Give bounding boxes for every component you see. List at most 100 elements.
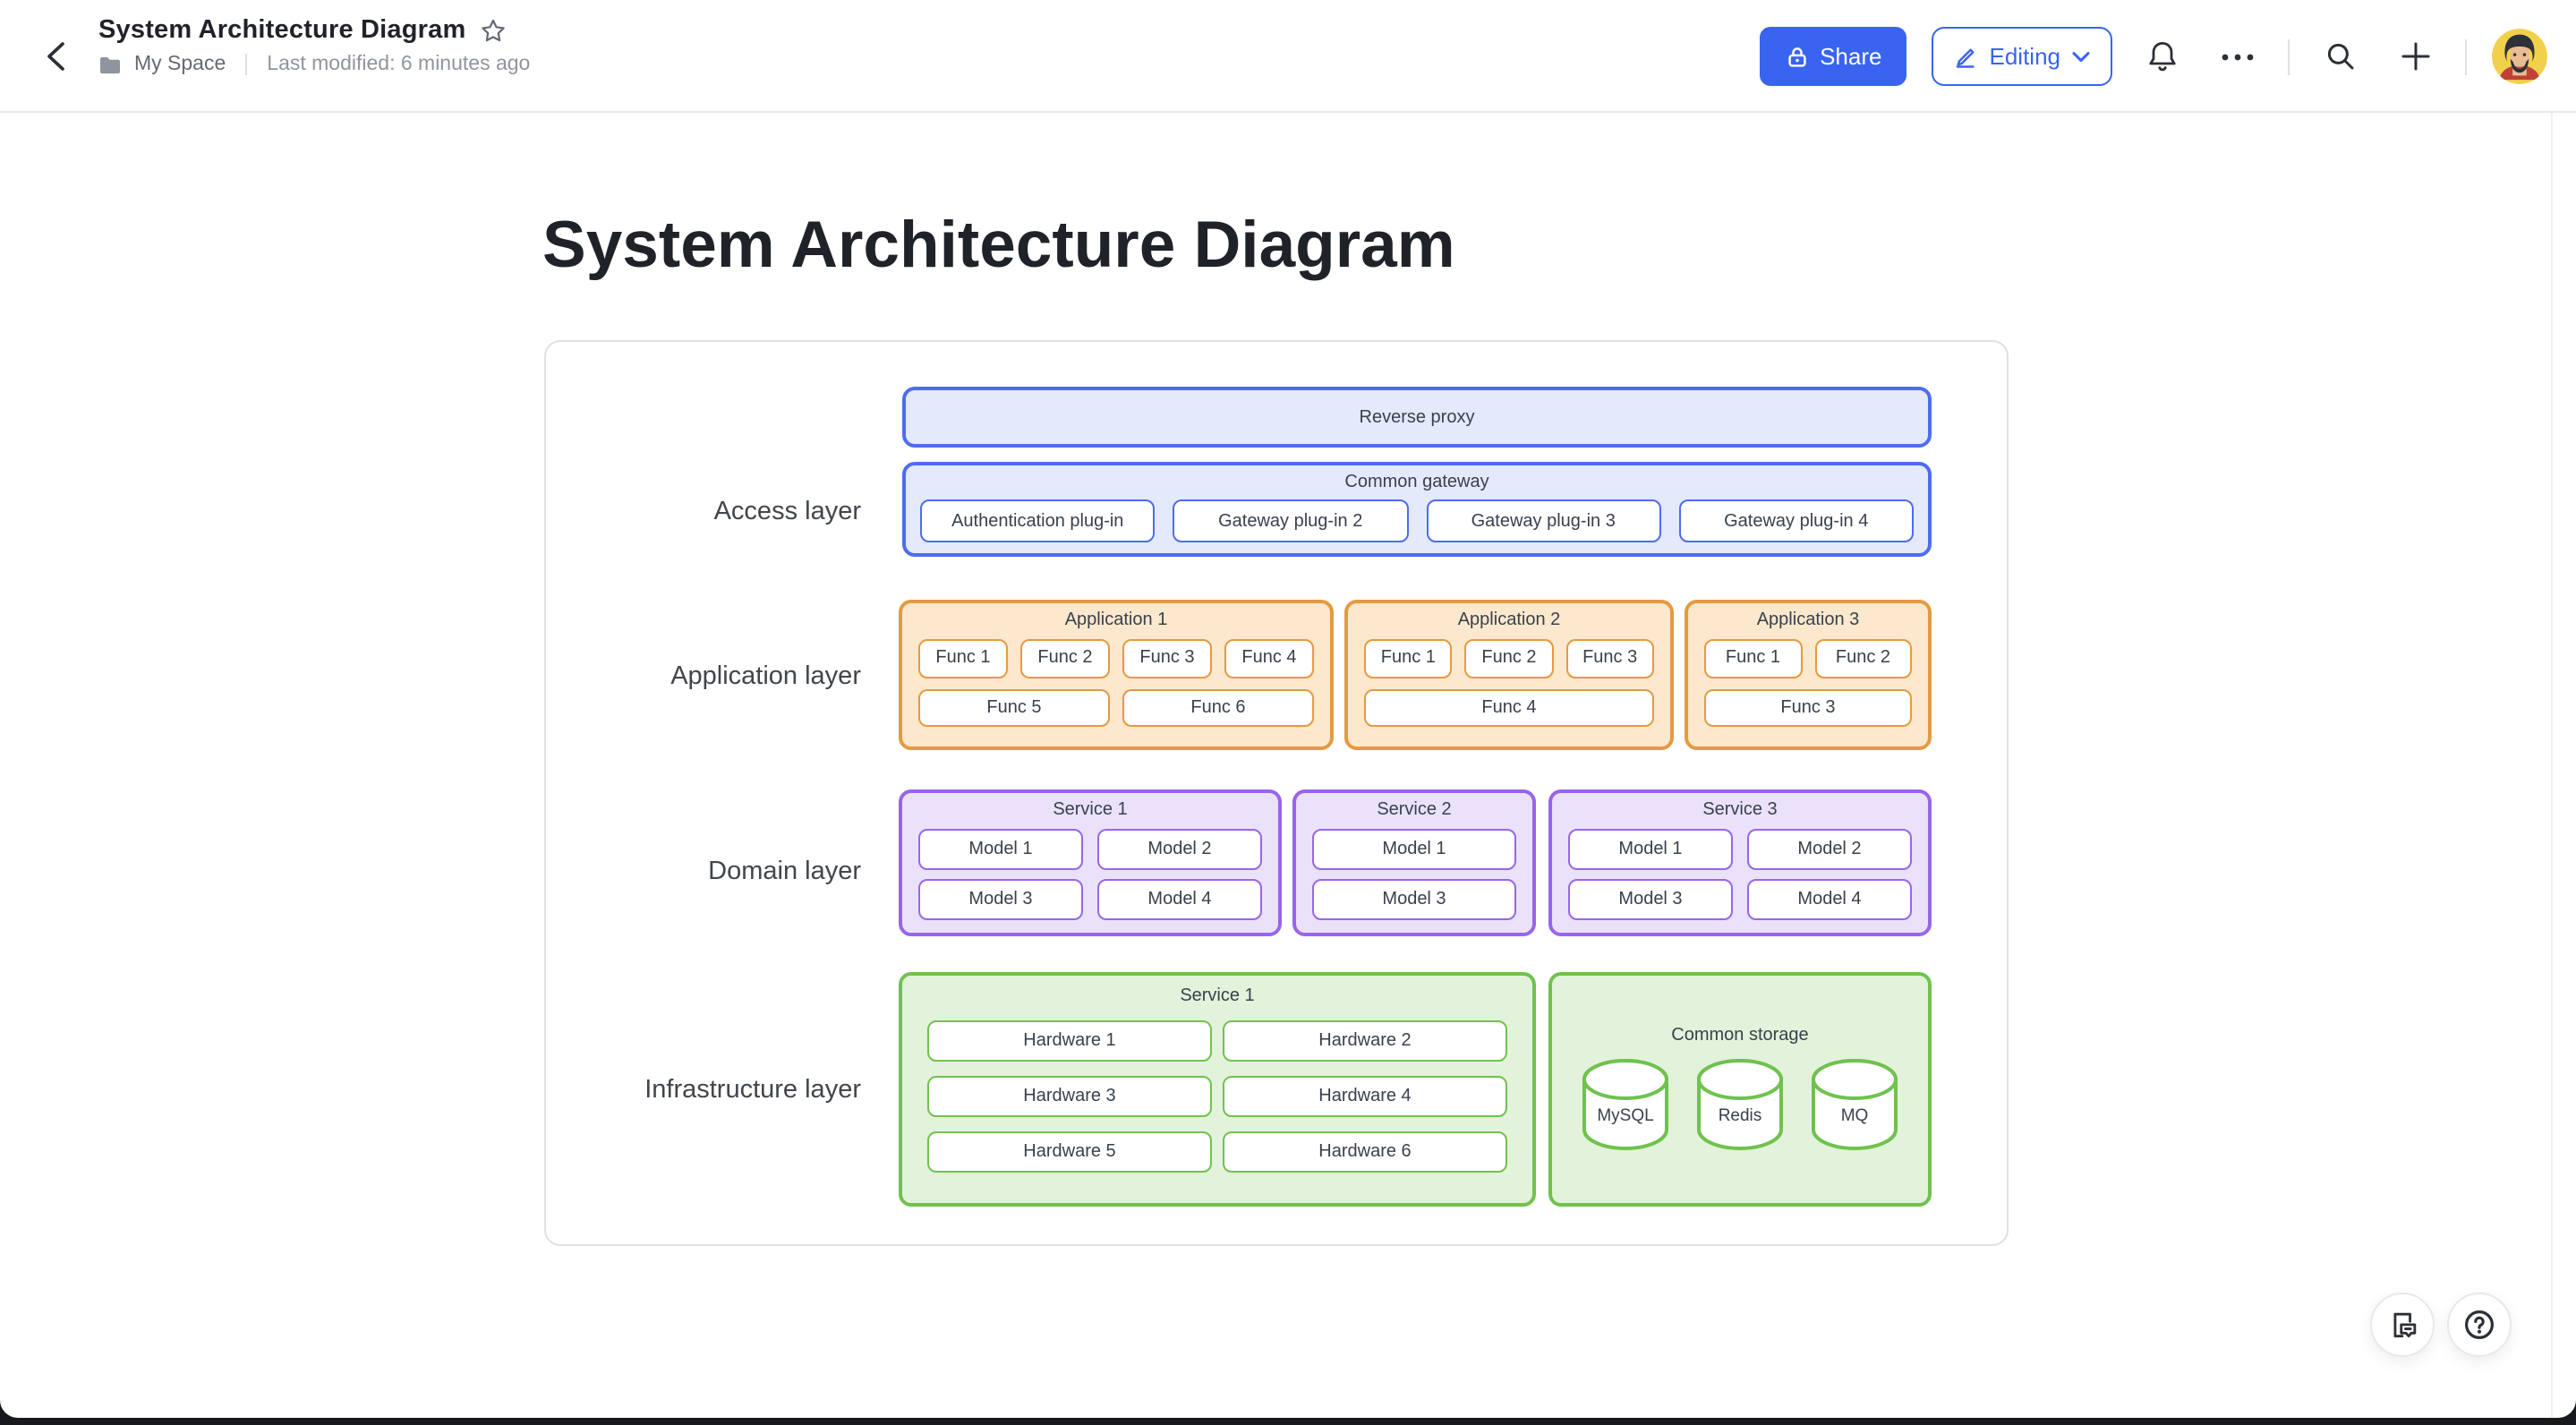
editing-mode-button[interactable]: Editing bbox=[1932, 27, 2112, 86]
common-storage-title: Common storage bbox=[1671, 1026, 1809, 1045]
storage-label: MySQL bbox=[1597, 1106, 1654, 1126]
create-new-button[interactable] bbox=[2390, 31, 2440, 81]
hardware-node[interactable]: Hardware 4 bbox=[1223, 1076, 1507, 1117]
editing-label: Editing bbox=[1989, 43, 2061, 70]
common-storage-node[interactable]: Common storage MySQL Redis MQ bbox=[1548, 972, 1932, 1207]
pencil-icon bbox=[1957, 47, 1975, 67]
infra-service-1-node[interactable]: Service 1 Hardware 1 Hardware 2 Hardware… bbox=[899, 972, 1536, 1207]
application-title: Application 1 bbox=[1064, 610, 1168, 630]
model-node[interactable]: Model 1 bbox=[918, 829, 1083, 870]
search-icon bbox=[2326, 43, 2353, 70]
question-icon bbox=[2465, 1310, 2494, 1339]
service-title: Service 2 bbox=[1377, 800, 1452, 820]
application-2-node[interactable]: Application 2 Func 1 Func 2 Func 3 Func … bbox=[1344, 600, 1674, 750]
help-button[interactable] bbox=[2447, 1293, 2512, 1357]
avatar[interactable] bbox=[2492, 29, 2547, 84]
model-node[interactable]: Model 2 bbox=[1097, 829, 1262, 870]
func-node[interactable]: Func 1 bbox=[1704, 639, 1802, 678]
model-node[interactable]: Model 1 bbox=[1312, 829, 1516, 870]
model-node[interactable]: Model 2 bbox=[1747, 829, 1912, 870]
gateway-item[interactable]: Gateway plug-in 4 bbox=[1678, 499, 1914, 542]
domain-layer-label: Domain layer bbox=[708, 858, 861, 886]
hardware-node[interactable]: Hardware 3 bbox=[927, 1076, 1212, 1117]
func-node[interactable]: Func 2 bbox=[1814, 639, 1912, 678]
star-icon[interactable] bbox=[481, 17, 508, 44]
hardware-node[interactable]: Hardware 5 bbox=[927, 1131, 1212, 1173]
application-layer-label: Application layer bbox=[670, 662, 861, 691]
model-node[interactable]: Model 3 bbox=[1568, 879, 1733, 920]
breadcrumb-space[interactable]: My Space bbox=[134, 54, 226, 75]
func-node[interactable]: Func 1 bbox=[1364, 639, 1453, 678]
infrastructure-layer-label: Infrastructure layer bbox=[644, 1076, 861, 1105]
service-title: Service 1 bbox=[1053, 800, 1128, 820]
more-options-button[interactable] bbox=[2213, 31, 2263, 81]
service-title: Service 3 bbox=[1702, 800, 1778, 820]
database-icon bbox=[1697, 1059, 1783, 1150]
diagram-canvas[interactable]: Access layer Application layer Domain la… bbox=[544, 340, 2009, 1246]
service-1-node[interactable]: Service 1 Model 1 Model 2 Model 3 Model … bbox=[899, 789, 1282, 936]
application-title: Application 2 bbox=[1457, 610, 1561, 630]
gateway-item[interactable]: Gateway plug-in 2 bbox=[1173, 499, 1408, 542]
storage-cylinder[interactable]: MySQL bbox=[1581, 1058, 1670, 1151]
doc-title-block: System Architecture Diagram My Space Las… bbox=[98, 16, 530, 75]
breadcrumb: My Space Last modified: 6 minutes ago bbox=[98, 54, 530, 75]
chevron-down-icon bbox=[2072, 51, 2090, 62]
common-gateway-title: Common gateway bbox=[1344, 473, 1489, 492]
func-node[interactable]: Func 3 bbox=[1122, 639, 1212, 678]
reverse-proxy-node[interactable]: Reverse proxy bbox=[902, 387, 1932, 448]
doc-comment-icon bbox=[2393, 1311, 2416, 1337]
common-gateway-node[interactable]: Common gateway Authentication plug-in Ga… bbox=[902, 462, 1932, 557]
breadcrumb-divider bbox=[245, 54, 248, 75]
model-node[interactable]: Model 1 bbox=[1568, 829, 1733, 870]
toolbar-divider bbox=[2288, 38, 2290, 74]
application-1-node[interactable]: Application 1 Func 1 Func 2 Func 3 Func … bbox=[899, 600, 1334, 750]
func-node[interactable]: Func 5 bbox=[918, 688, 1110, 727]
model-node[interactable]: Model 4 bbox=[1747, 879, 1912, 920]
application-3-node[interactable]: Application 3 Func 1 Func 2 Func 3 bbox=[1685, 600, 1932, 750]
func-node[interactable]: Func 2 bbox=[1020, 639, 1110, 678]
model-node[interactable]: Model 4 bbox=[1097, 879, 1262, 920]
folder-icon bbox=[100, 55, 120, 73]
storage-label: MQ bbox=[1840, 1106, 1869, 1126]
page-title[interactable]: System Architecture Diagram bbox=[542, 208, 1455, 281]
gateway-item[interactable]: Authentication plug-in bbox=[920, 499, 1156, 542]
access-layer-label: Access layer bbox=[713, 498, 861, 526]
func-node[interactable]: Func 4 bbox=[1364, 688, 1654, 727]
last-modified-text: Last modified: 6 minutes ago bbox=[267, 54, 531, 75]
storage-label: Redis bbox=[1718, 1106, 1762, 1126]
service-2-node[interactable]: Service 2 Model 1 Model 3 bbox=[1292, 789, 1536, 936]
lock-icon bbox=[1787, 47, 1805, 66]
share-button[interactable]: Share bbox=[1759, 27, 1907, 86]
plus-icon bbox=[2401, 42, 2429, 71]
doc-title: System Architecture Diagram bbox=[98, 16, 466, 45]
chevron-left-icon bbox=[47, 41, 64, 70]
hardware-node[interactable]: Hardware 6 bbox=[1223, 1131, 1507, 1173]
application-title: Application 3 bbox=[1756, 610, 1860, 630]
database-icon bbox=[1582, 1059, 1668, 1150]
model-node[interactable]: Model 3 bbox=[1312, 879, 1516, 920]
func-node[interactable]: Func 1 bbox=[918, 639, 1008, 678]
feedback-button[interactable] bbox=[2370, 1293, 2435, 1357]
gateway-item[interactable]: Gateway plug-in 3 bbox=[1426, 499, 1661, 542]
top-bar: System Architecture Diagram My Space Las… bbox=[0, 0, 2576, 113]
infra-service-title: Service 1 bbox=[1180, 986, 1255, 1006]
notifications-button[interactable] bbox=[2137, 31, 2188, 81]
storage-cylinder[interactable]: MQ bbox=[1810, 1058, 1899, 1151]
storage-cylinder[interactable]: Redis bbox=[1695, 1058, 1785, 1151]
database-icon bbox=[1812, 1059, 1898, 1150]
hardware-node[interactable]: Hardware 1 bbox=[927, 1020, 1212, 1062]
func-node[interactable]: Func 3 bbox=[1565, 639, 1654, 678]
search-button[interactable] bbox=[2315, 31, 2365, 81]
func-node[interactable]: Func 4 bbox=[1224, 639, 1314, 678]
toolbar-divider bbox=[2465, 38, 2467, 74]
func-node[interactable]: Func 3 bbox=[1704, 688, 1912, 727]
func-node[interactable]: Func 2 bbox=[1464, 639, 1554, 678]
model-node[interactable]: Model 3 bbox=[918, 879, 1083, 920]
back-button[interactable] bbox=[32, 32, 79, 79]
bell-icon bbox=[2149, 42, 2176, 72]
service-3-node[interactable]: Service 3 Model 1 Model 2 Model 3 Model … bbox=[1548, 789, 1932, 936]
hardware-node[interactable]: Hardware 2 bbox=[1223, 1020, 1507, 1062]
ellipsis-icon bbox=[2222, 53, 2254, 60]
func-node[interactable]: Func 6 bbox=[1122, 688, 1314, 727]
